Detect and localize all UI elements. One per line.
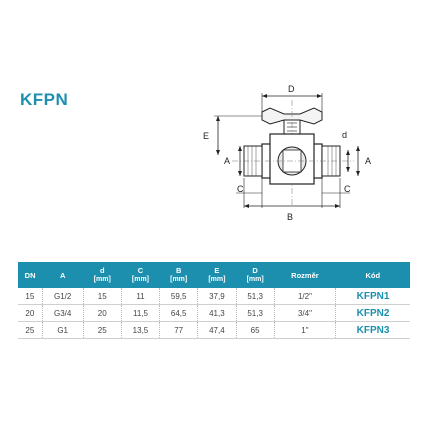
table-cell: 13,5 [120,321,160,339]
column-header-label: d [99,266,105,275]
table-cell: 51,3 [235,304,275,322]
label-d: d [342,130,347,140]
table-cell: 41,3 [197,304,237,322]
table-cell: 11,5 [120,304,160,322]
product-code-cell: KFPN1 [335,288,410,305]
table-cell: 37,9 [197,288,237,305]
column-header-label: D [252,266,258,275]
table-cell: 65 [235,321,275,339]
technical-drawing: D E A d A C C [203,84,371,222]
column-header-label: C [137,266,144,275]
table-cell: 3/4" [273,304,336,322]
table-cell: 20 [18,304,43,322]
label-C-left: C [237,184,244,194]
column-header: D[mm] [236,262,275,288]
column-header-label: E [214,266,220,275]
column-header: d[mm] [83,262,122,288]
label-B: B [287,212,293,222]
table-cell: 64,5 [159,304,198,322]
table-cell: 25 [18,321,43,339]
table-cell: 59,5 [159,288,198,305]
table-cell: 15 [18,288,43,305]
column-header: DN [18,262,43,288]
table-cell: 25 [82,321,122,339]
table-cell: 51,3 [235,288,275,305]
table-cell: 20 [82,304,122,322]
column-header-unit: [mm] [131,276,150,283]
column-header: A [42,262,84,288]
label-E: E [203,131,209,141]
column-header: Kód [335,262,410,288]
column-header: Rozměr [274,262,336,288]
table-cell: 15 [82,288,122,305]
table-cell: 77 [159,321,198,339]
column-header-unit: [mm] [170,276,188,283]
column-header-label: A [59,270,66,280]
table-cell: G1/2 [41,288,84,305]
product-title: KFPN [20,90,69,109]
product-code-cell: KFPN3 [335,321,410,339]
column-header: B[mm] [159,262,198,288]
column-header-label: Kód [365,270,381,280]
column-header-unit: [mm] [246,276,264,283]
product-code-cell: KFPN2 [335,304,410,322]
label-D: D [288,84,295,94]
column-header-unit: [mm] [208,276,226,283]
column-header: E[mm] [197,262,237,288]
label-A-right: A [365,156,371,166]
table-cell: 47,4 [197,321,237,339]
table-cell: 11 [120,288,160,305]
table-cell: 1/2" [273,288,336,305]
table-cell: G3/4 [41,304,84,322]
label-C-right: C [344,184,351,194]
table-cell: 1" [273,321,336,339]
column-header-unit: [mm] [93,276,111,283]
column-header-label: Rozměr [291,270,319,280]
column-header-label: B [175,266,182,275]
column-header-label: DN [24,270,36,280]
label-A-left: A [224,156,230,166]
column-header: C[mm] [121,262,160,288]
table-cell: G1 [41,321,84,339]
